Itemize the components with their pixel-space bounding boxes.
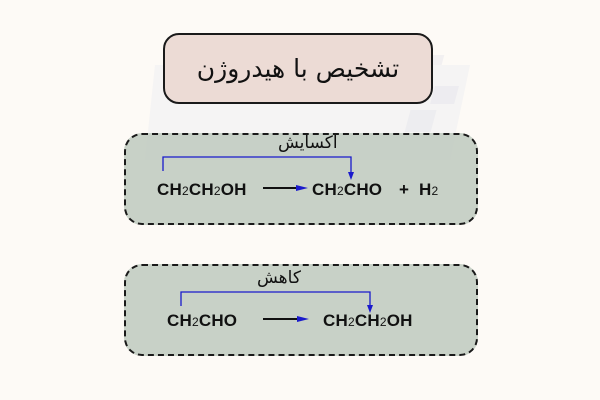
reduction-product-formula: CH2CH2OH — [323, 311, 413, 330]
reduction-reactant-formula: CH2CHO — [167, 311, 238, 330]
oxidation-reaction-box — [124, 133, 478, 225]
oxidation-byproduct-formula: H2 — [419, 180, 439, 199]
oxidation-label: اکسایش — [278, 133, 338, 153]
title-box: تشخیص با هیدروژن — [163, 33, 433, 104]
oxidation-plus-sign: + — [399, 180, 410, 199]
reduction-label: کاهش — [257, 268, 301, 288]
oxidation-reactant-formula: CH2CH2OH — [157, 180, 247, 199]
oxidation-product-formula: CH2CHO — [312, 180, 383, 199]
page-title: تشخیص با هیدروژن — [196, 54, 400, 83]
reduction-reaction-box — [124, 264, 478, 356]
